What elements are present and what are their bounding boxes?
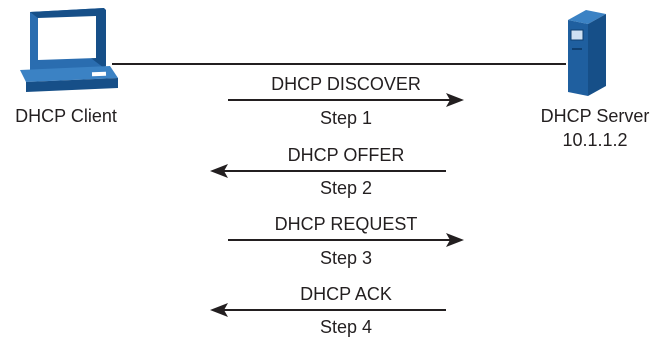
message-name-ack: DHCP ACK	[300, 284, 392, 304]
message-name-discover: DHCP DISCOVER	[271, 74, 421, 94]
message-step-offer: Step 2	[319, 178, 373, 198]
message-step-discover: Step 1	[319, 108, 373, 128]
client-label: DHCP Client	[15, 106, 117, 126]
message-step-request: Step 3	[319, 248, 373, 268]
computer-icon	[20, 8, 118, 92]
arrow-discover	[228, 93, 464, 107]
server-label: DHCP Server	[540, 106, 650, 126]
arrow-ack	[210, 303, 446, 317]
message-name-offer: DHCP OFFER	[287, 145, 405, 165]
message-step-ack: Step 4	[319, 317, 373, 337]
server-ip: 10.1.1.2	[562, 130, 628, 150]
arrow-request	[228, 233, 464, 247]
server-icon	[568, 10, 606, 96]
message-name-request: DHCP REQUEST	[274, 214, 418, 234]
arrow-offer	[210, 164, 446, 178]
